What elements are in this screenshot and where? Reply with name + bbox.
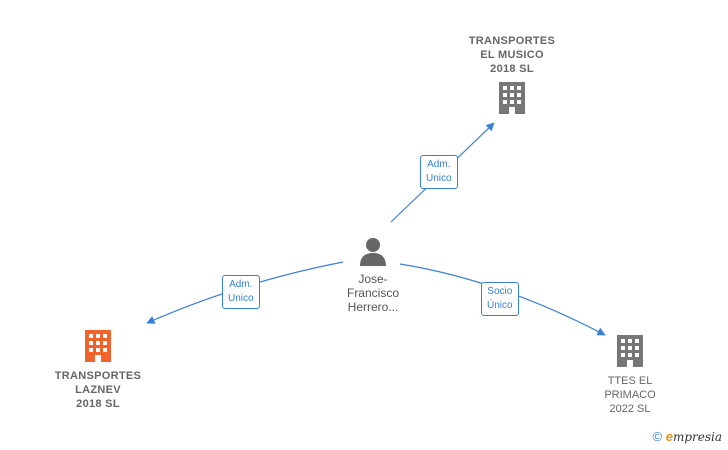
building-icon <box>617 335 643 367</box>
company-label-laznev: TRANSPORTES LAZNEV 2018 SL <box>54 370 142 410</box>
edge-label-primaco: Socio Único <box>481 282 519 316</box>
company-node-primaco[interactable]: TTES EL PRIMACO 2022 SL <box>580 335 680 416</box>
company-label-musico: TRANSPORTES EL MUSICO 2018 SL <box>468 35 556 75</box>
brand-logo-text: mpresia <box>672 430 722 444</box>
person-label: Jose- Francisco Herrero... <box>346 272 399 314</box>
company-label-primaco: TTES EL PRIMACO 2022 SL <box>604 375 656 415</box>
company-node-musico[interactable]: TRANSPORTES EL MUSICO 2018 SL <box>452 34 572 116</box>
edge-label-musico: Adm. Unico <box>420 155 458 189</box>
building-icon <box>85 330 111 362</box>
edge-label-laznev: Adm. Unico <box>222 275 260 309</box>
person-node[interactable]: Jose- Francisco Herrero... <box>330 236 416 314</box>
company-node-laznev[interactable]: TRANSPORTES LAZNEV 2018 SL <box>38 330 158 411</box>
brand-footer: © empresia <box>652 429 722 444</box>
building-icon <box>499 82 525 114</box>
person-icon <box>360 238 386 266</box>
brand-logo-initial: e <box>665 429 673 444</box>
copyright-symbol: © <box>652 429 663 444</box>
